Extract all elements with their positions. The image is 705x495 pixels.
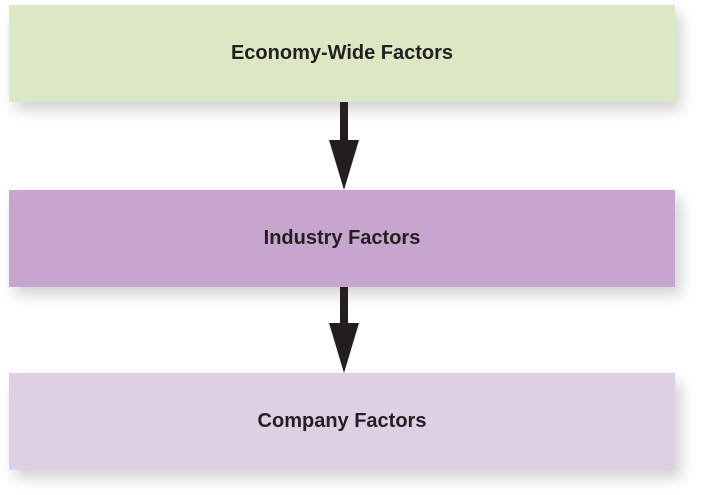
industry-factors-box: Industry Factors: [9, 190, 675, 287]
company-factors-box: Company Factors: [9, 373, 675, 470]
industry-factors-label: Industry Factors: [263, 227, 421, 249]
company-factors-label: Company Factors: [257, 410, 427, 432]
down-arrow-icon: [329, 102, 359, 190]
economy-wide-factors-label: Economy-Wide Factors: [230, 42, 454, 64]
down-arrow-icon: [329, 287, 359, 373]
economy-wide-factors-box: Economy-Wide Factors: [9, 5, 675, 102]
